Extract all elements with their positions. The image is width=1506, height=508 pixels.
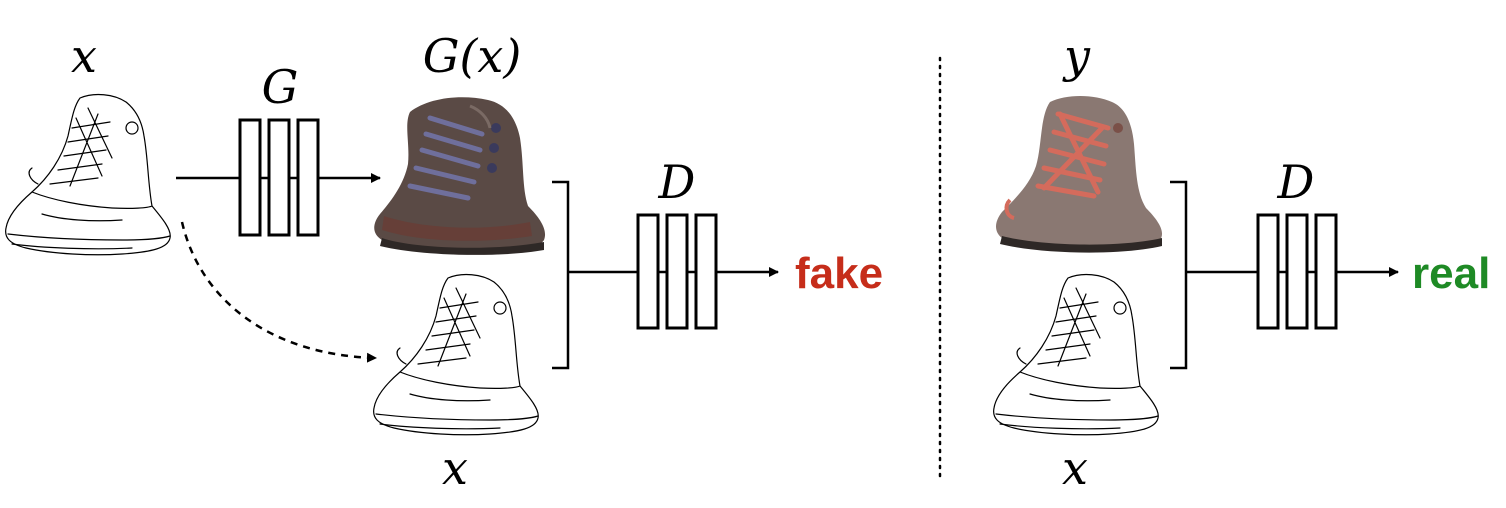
discriminator-fake-label: D (658, 155, 696, 209)
fake-output-label: fake (795, 249, 883, 298)
real-boot-photo (996, 96, 1162, 253)
fake-condition-sketch-boot (373, 273, 539, 436)
generated-output-label: G(x) (423, 29, 522, 83)
discriminator-real-label: D (1277, 155, 1315, 209)
condition-dashed-arrow (180, 221, 377, 363)
fake-condition-x-label: x (442, 441, 468, 495)
real-output-label: real (1412, 249, 1490, 298)
real-condition-sketch-boot (993, 273, 1159, 436)
input-x-label: x (71, 29, 97, 83)
generator-label: G (262, 60, 299, 114)
real-pair-bracket (1170, 180, 1188, 370)
discriminator-fake-block (636, 213, 718, 330)
generator-block (238, 118, 320, 237)
real-y-label: y (1062, 29, 1091, 83)
generated-boot-photo (374, 97, 545, 255)
real-condition-x-label: x (1062, 441, 1088, 495)
discriminator-real-block (1256, 213, 1338, 330)
fake-pair-bracket (552, 180, 570, 370)
input-sketch-boot (5, 93, 171, 256)
